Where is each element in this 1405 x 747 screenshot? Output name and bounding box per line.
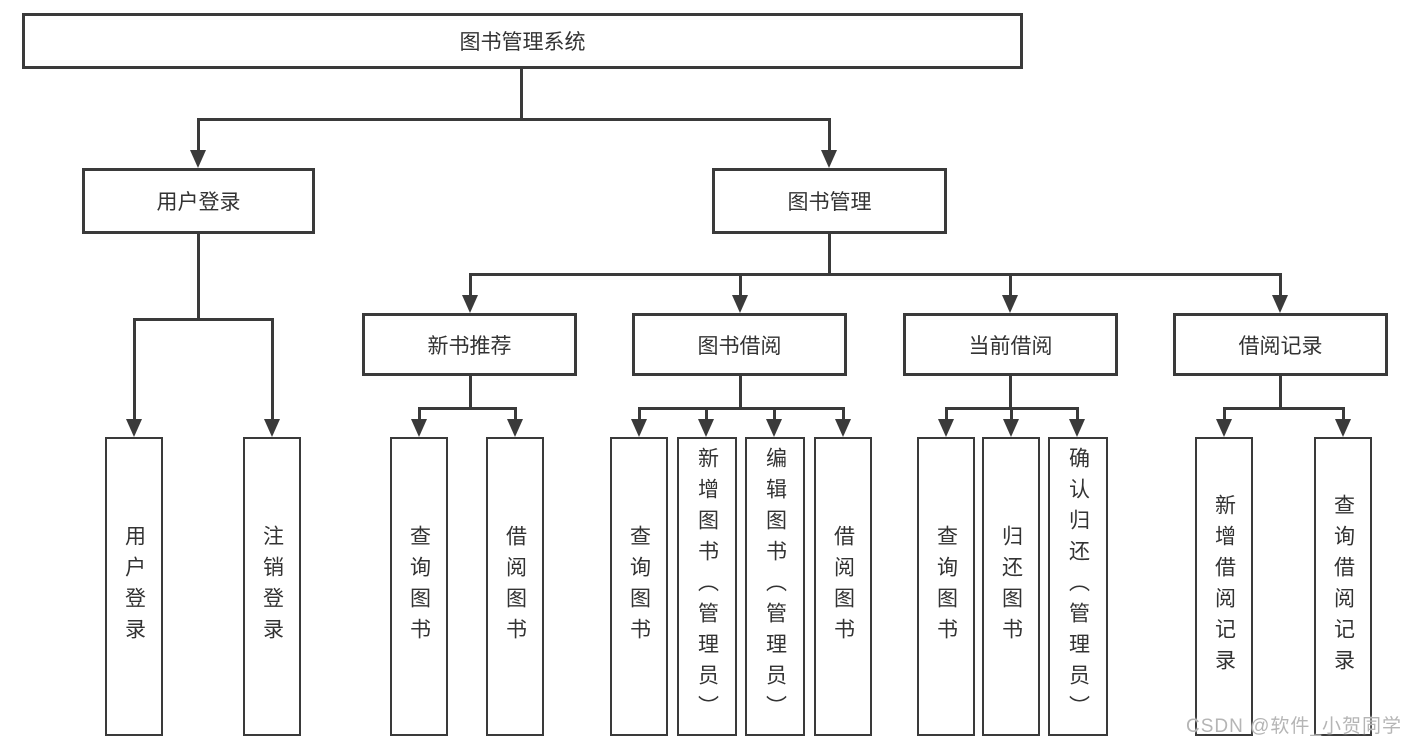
connector-book-mgmt-feed — [828, 234, 831, 275]
node-user-login: 用户登录 — [82, 168, 315, 234]
arrowhead-r1-icon — [1216, 419, 1232, 437]
connector-records-feed — [1279, 376, 1282, 409]
leaf-borrow-edit-books-admin: 编辑图书（管理员） — [745, 437, 805, 736]
csdn-watermark: CSDN @软件_小贺同学 — [1186, 716, 1402, 737]
arrowhead-logout-leaf-icon — [264, 419, 280, 437]
arrowhead-borrow-icon — [732, 295, 748, 313]
leaf-user-login: 用户登录 — [105, 437, 163, 736]
connector-user-login-bar — [133, 318, 274, 321]
arrowhead-c1-icon — [938, 419, 954, 437]
node-current: 当前借阅 — [903, 313, 1118, 376]
arrowhead-b3-icon — [766, 419, 782, 437]
arrowhead-records-icon — [1272, 295, 1288, 313]
connector-stem-new-books — [469, 273, 472, 297]
leaf-borrow-add-books-admin: 新增图书（管理员） — [677, 437, 737, 736]
connector-stem-b4 — [842, 407, 845, 421]
connector-new-books-bar — [418, 407, 517, 410]
leaf-borrow-query-books: 查询图书 — [610, 437, 668, 736]
connector-stem-book-mgmt — [828, 118, 831, 152]
connector-current-feed — [1009, 376, 1012, 409]
arrowhead-b2-icon — [698, 419, 714, 437]
arrowhead-c2-icon — [1003, 419, 1019, 437]
arrowhead-user-login-icon — [190, 150, 206, 168]
connector-new-books-feed — [469, 376, 472, 409]
connector-stem-c2 — [1010, 407, 1013, 421]
leaf-records-add-record: 新增借阅记录 — [1195, 437, 1253, 736]
arrowhead-b4-icon — [835, 419, 851, 437]
arrowhead-r2-icon — [1335, 419, 1351, 437]
node-root: 图书管理系统 — [22, 13, 1023, 69]
leaf-borrow-borrow-books: 借阅图书 — [814, 437, 872, 736]
connector-stem-borrow — [739, 273, 742, 297]
connector-user-login-feed — [197, 234, 200, 318]
arrowhead-b1-icon — [631, 419, 647, 437]
connector-stem-r2 — [1342, 407, 1345, 421]
arrowhead-new-books-icon — [462, 295, 478, 313]
leaf-nb-query-books: 查询图书 — [390, 437, 448, 736]
connector-stem-b2 — [705, 407, 708, 421]
connector-stem-nb1 — [418, 407, 421, 421]
node-records: 借阅记录 — [1173, 313, 1388, 376]
arrowhead-nb2-icon — [507, 419, 523, 437]
connector-stem-login-leaf — [133, 318, 136, 421]
arrowhead-book-mgmt-icon — [821, 150, 837, 168]
connector-stem-nb2 — [514, 407, 517, 421]
connector-records-bar — [1223, 407, 1345, 410]
connector-stem-user-login — [197, 118, 200, 152]
node-book-mgmt: 图书管理 — [712, 168, 947, 234]
connector-level3-bar — [469, 273, 1282, 276]
leaf-current-confirm-return-admin: 确认归还（管理员） — [1048, 437, 1108, 736]
connector-level2-bar — [197, 118, 831, 121]
connector-stem-r1 — [1223, 407, 1226, 421]
leaf-records-query-record: 查询借阅记录 — [1314, 437, 1372, 736]
connector-borrow-bar — [638, 407, 845, 410]
connector-stem-c3 — [1076, 407, 1079, 421]
arrowhead-c3-icon — [1069, 419, 1085, 437]
connector-stem-c1 — [945, 407, 948, 421]
arrowhead-nb1-icon — [411, 419, 427, 437]
leaf-current-return-books: 归还图书 — [982, 437, 1040, 736]
leaf-current-query-books: 查询图书 — [917, 437, 975, 736]
node-new-books: 新书推荐 — [362, 313, 577, 376]
arrowhead-login-leaf-icon — [126, 419, 142, 437]
leaf-nb-borrow-books: 借阅图书 — [486, 437, 544, 736]
connector-borrow-feed — [739, 376, 742, 409]
arrowhead-current-icon — [1002, 295, 1018, 313]
connector-stem-b1 — [638, 407, 641, 421]
connector-root-feed — [520, 69, 523, 118]
node-borrow: 图书借阅 — [632, 313, 847, 376]
connector-stem-b3 — [773, 407, 776, 421]
connector-stem-records — [1279, 273, 1282, 297]
connector-stem-current — [1009, 273, 1012, 297]
connector-stem-logout-leaf — [271, 318, 274, 421]
leaf-logout: 注销登录 — [243, 437, 301, 736]
